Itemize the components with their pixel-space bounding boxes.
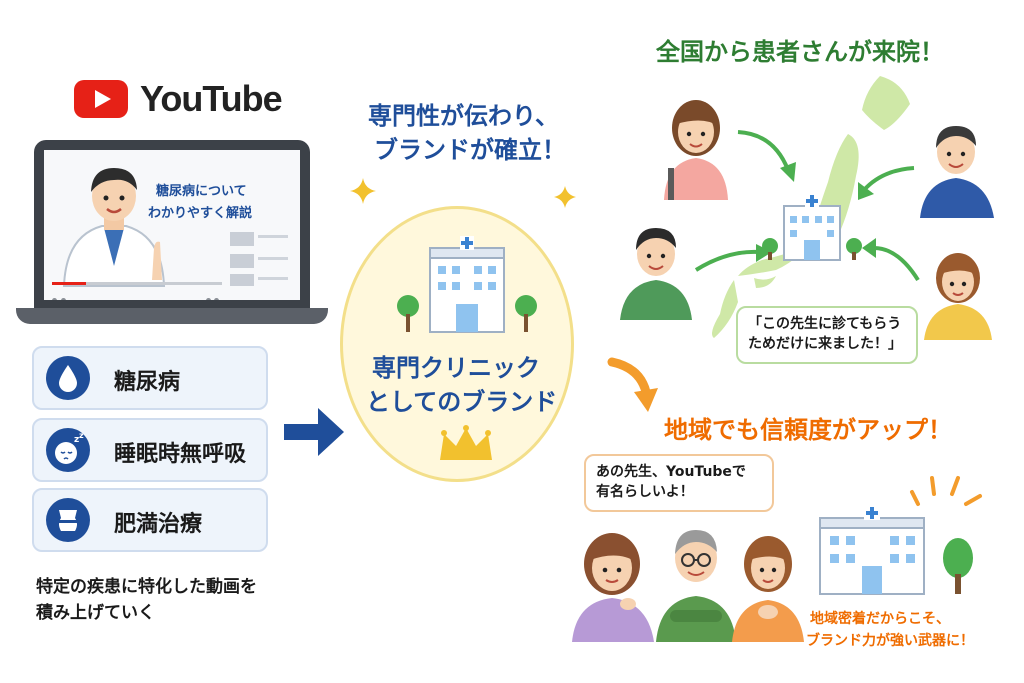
patient-woman-yellow-illustration [924, 253, 992, 340]
local-speech-line1: あの先生、YouTubeで [596, 464, 746, 480]
play-icon[interactable] [52, 298, 57, 300]
youtube-wordmark: YouTube [140, 78, 283, 119]
topic-label: 糖尿病 [114, 370, 181, 395]
topic-card-diabetes: 糖尿病 [32, 346, 268, 410]
bottom-right-title: 地域でも信頼度がアップ！ [664, 416, 952, 444]
topic-label: 肥満治療 [114, 512, 203, 537]
bottom-note-line1: 地域密着だからこそ、 [810, 611, 950, 627]
burst-lines-icon [910, 476, 982, 506]
youtube-logo-icon [74, 80, 128, 118]
related-video-meta [258, 257, 288, 260]
video-progress-track[interactable] [52, 282, 222, 285]
sleeping-face-icon: z z [46, 428, 90, 472]
arrow-to-clinic-icon [858, 166, 915, 200]
video-settings-controls[interactable] [206, 288, 226, 300]
local-clinic-icon [819, 506, 925, 595]
crown-icon [440, 425, 492, 460]
video-player[interactable]: 糖尿病について わかりやすく解説 [44, 150, 300, 300]
local-woman-orange-illustration [732, 536, 804, 642]
related-video-meta [258, 235, 288, 238]
left-caption-line2: 積み上げていく [36, 603, 155, 623]
arrow-curved-orange-icon [607, 357, 658, 412]
patient-quote-line2: ためだけに来ました！」 [748, 336, 902, 353]
volume-icon[interactable] [61, 298, 66, 300]
sparkle-icon [350, 178, 376, 204]
center-headline-line2: ブランドが確立！ [374, 136, 566, 164]
water-drop-icon [46, 356, 90, 400]
brand-oval [340, 206, 574, 482]
clinic-building-icon [397, 236, 537, 333]
svg-text:z: z [79, 431, 84, 440]
body-icon [46, 498, 90, 542]
patient-quote-bubble: 「この先生に診てもらう ためだけに来ました！」 [736, 306, 918, 364]
settings-icon[interactable] [206, 298, 211, 300]
bottom-note-line2: ブランド力が強い武器に！ [806, 633, 974, 649]
arrow-to-clinic-icon [862, 238, 920, 282]
svg-text:z: z [74, 435, 79, 445]
topic-label: 睡眠時無呼吸 [114, 442, 247, 467]
brand-text-line2: としてのブランド [366, 388, 558, 416]
sparkle-icon [554, 186, 576, 208]
related-video-thumb[interactable] [230, 232, 254, 246]
top-right-title: 全国から患者さんが来院！ [656, 38, 944, 66]
arrow-to-clinic-icon [694, 244, 772, 272]
local-speech-line2: 有名らしいよ！ [596, 484, 694, 501]
doctor-illustration [62, 168, 166, 287]
patient-quote-line1: 「この先生に診てもらう [748, 316, 902, 332]
local-man-glasses-illustration [656, 530, 736, 642]
brand-text-line1: 専門クリニック [372, 354, 540, 382]
laptop-base [16, 308, 328, 324]
patient-woman-illustration [664, 100, 728, 200]
related-video-meta [258, 277, 288, 280]
related-video-thumb[interactable] [230, 274, 254, 286]
video-controls[interactable] [52, 288, 92, 300]
topic-card-obesity: 肥満治療 [32, 488, 268, 552]
local-speech-bubble: あの先生、YouTubeで 有名らしいよ！ [584, 454, 774, 512]
video-caption-line1: 糖尿病について [156, 184, 247, 199]
local-woman-purple-illustration [572, 533, 654, 642]
topic-card-sleep-apnea: z z 睡眠時無呼吸 [32, 418, 268, 482]
left-caption-line1: 特定の疾患に特化した動画を [36, 577, 257, 597]
patient-man-green-shirt-illustration [620, 228, 692, 320]
fullscreen-icon[interactable] [214, 298, 219, 300]
related-video-thumb[interactable] [230, 254, 254, 268]
arrow-right-icon [284, 408, 344, 456]
arrow-to-clinic-icon [737, 130, 796, 182]
hospital-small-icon [762, 194, 862, 261]
video-caption-line2: わかりやすく解説 [148, 206, 253, 221]
patient-man-blue-hoodie-illustration [920, 126, 994, 218]
tree-icon [943, 538, 973, 594]
center-headline-line1: 専門性が伝わり、 [368, 102, 560, 130]
video-progress-fill [52, 282, 86, 285]
